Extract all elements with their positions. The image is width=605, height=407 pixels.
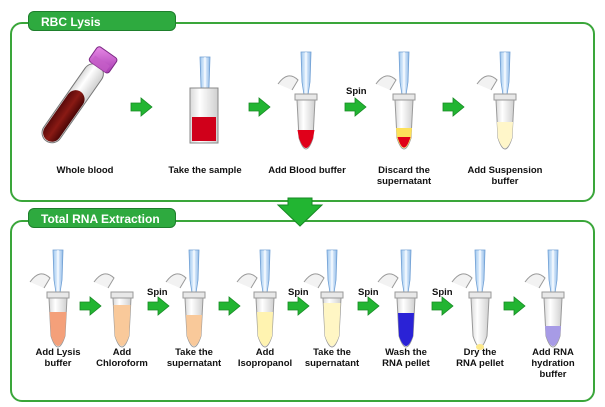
arrow-icon — [344, 97, 367, 117]
step-label-take-sample: Take the sample — [168, 165, 242, 176]
discard-tube-icon — [375, 51, 416, 150]
arrow-icon — [248, 97, 271, 117]
step-label-whole-blood: Whole blood — [56, 165, 114, 176]
rna-extraction-title: Total RNA Extraction — [28, 208, 176, 228]
spin-label: Spin — [147, 287, 168, 298]
step-label-hydration: Add RNA hydration buffer — [531, 347, 575, 380]
wash-pellet-tube-icon — [377, 249, 418, 348]
blood-buffer-tube-icon — [277, 51, 318, 150]
sample-cuvette-icon — [189, 56, 219, 144]
isopropanol-tube-icon — [236, 249, 277, 348]
spin-label: Spin — [288, 287, 309, 298]
suspension-tube-icon — [476, 51, 517, 150]
step-label-dry: Dry the RNA pellet — [456, 347, 504, 369]
step-label-lysis: Add Lysis buffer — [35, 347, 81, 369]
lysis-tube-icon — [29, 249, 70, 348]
spin-label: Spin — [358, 287, 379, 298]
arrow-icon — [130, 97, 153, 117]
spin-label: Spin — [346, 86, 367, 97]
step-label-isopropanol: Add Isopropanol — [237, 347, 293, 369]
hydration-tube-icon — [524, 249, 565, 348]
step-label-chloroform: Add Chloroform — [96, 347, 148, 369]
step-label-wash: Wash the RNA pellet — [382, 347, 430, 369]
step-label-suspension: Add Suspension buffer — [467, 165, 543, 187]
step-label-blood-buffer: Add Blood buffer — [268, 165, 346, 176]
arrow-icon — [431, 296, 454, 316]
spin-label: Spin — [432, 287, 453, 298]
arrow-icon — [218, 296, 241, 316]
arrow-icon — [147, 296, 170, 316]
arrow-icon — [287, 296, 310, 316]
step-label-supernatant-1: Take the supernatant — [166, 347, 222, 369]
supernatant-tube-icon — [165, 249, 206, 348]
arrow-icon — [79, 296, 102, 316]
dry-pellet-tube-icon — [451, 249, 492, 350]
arrow-icon — [503, 296, 526, 316]
down-arrow-icon — [276, 197, 324, 227]
arrow-icon — [442, 97, 465, 117]
rbc-lysis-title: RBC Lysis — [28, 11, 176, 31]
step-label-supernatant-2: Take the supernatant — [304, 347, 360, 369]
step-label-discard: Discard the supernatant — [376, 165, 432, 187]
blood-tube-icon — [41, 46, 118, 144]
supernatant-tube-2-icon — [303, 249, 344, 348]
arrow-icon — [357, 296, 380, 316]
chloroform-tube-icon — [93, 273, 134, 348]
